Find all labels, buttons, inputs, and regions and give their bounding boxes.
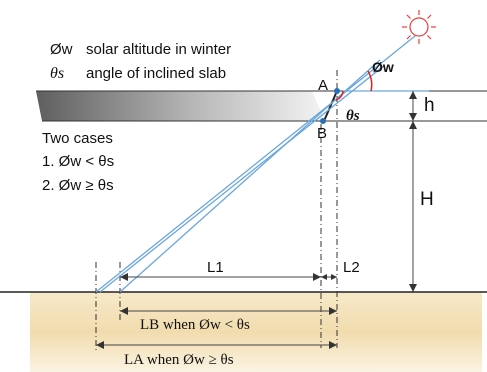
sun-ray-upper bbox=[95, 31, 421, 293]
inclined-edge bbox=[323, 90, 338, 122]
legend-phi-w-symbol: Øw bbox=[50, 41, 73, 58]
ground-area bbox=[30, 292, 482, 372]
dim-LA-arrow-left bbox=[96, 341, 104, 349]
point-a bbox=[334, 88, 340, 94]
slab bbox=[36, 91, 325, 121]
dim-LA-label: LA when Øw ≥ θs bbox=[124, 352, 234, 368]
dim-L1-arrow-left bbox=[120, 273, 128, 281]
legend-phi-w-text: solar altitude in winter bbox=[86, 41, 231, 58]
dim-L2-label: L2 bbox=[343, 259, 360, 276]
dim-LB-label: LB when Øw < θs bbox=[140, 317, 250, 333]
dim-LB-arrow-right bbox=[329, 307, 337, 315]
case-2: 2. Øw ≥ θs bbox=[42, 177, 114, 194]
sun-ray-from-b bbox=[99, 64, 386, 293]
angle-arc-phi-w bbox=[367, 70, 373, 92]
dim-H-arrow-top bbox=[409, 121, 417, 129]
point-a-label: A bbox=[318, 77, 328, 94]
case-1: 1. Øw < θs bbox=[42, 153, 114, 170]
angle-arc-theta-s bbox=[335, 90, 344, 101]
dim-L1-label: L1 bbox=[207, 259, 224, 276]
phi-w-angle-label: Øw bbox=[372, 59, 394, 75]
legend-theta-s-symbol: θs bbox=[50, 65, 64, 82]
dim-L2-arrow-right bbox=[331, 274, 337, 280]
dim-h-label: h bbox=[424, 95, 435, 116]
sun-ray-from-a bbox=[119, 59, 381, 293]
legend-theta-s-text: angle of inclined slab bbox=[86, 65, 226, 82]
dim-H-label: H bbox=[420, 189, 434, 210]
dim-L2-arrow-left bbox=[321, 274, 327, 280]
dim-L1-arrow-right bbox=[313, 273, 321, 281]
dim-H-arrow-bottom bbox=[409, 284, 417, 292]
dim-h-arrow-top bbox=[409, 91, 417, 99]
theta-s-angle-label: θs bbox=[346, 108, 360, 124]
dim-LA-arrow-right bbox=[329, 341, 337, 349]
cases-title: Two cases bbox=[42, 130, 113, 147]
sun-icon bbox=[402, 10, 436, 44]
dim-LB-arrow-left bbox=[120, 307, 128, 315]
point-b bbox=[320, 118, 326, 124]
dim-h-arrow-bottom bbox=[409, 113, 417, 121]
point-b-label: B bbox=[317, 125, 327, 142]
